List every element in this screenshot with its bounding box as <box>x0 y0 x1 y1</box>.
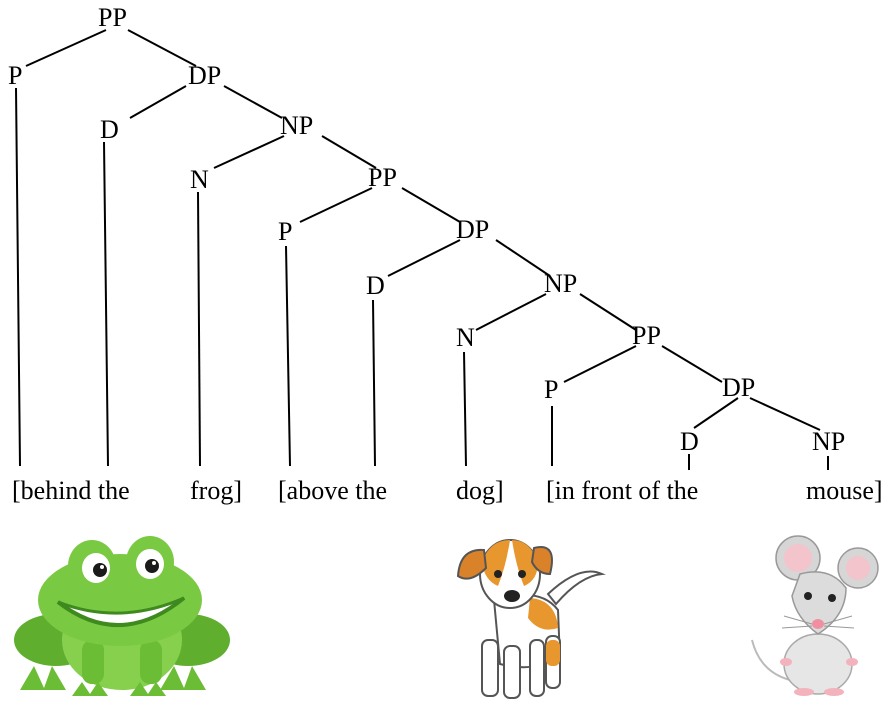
dog-illustration <box>456 539 606 699</box>
edge-np2-n2 <box>475 293 547 331</box>
edge-dp2-np2 <box>495 239 551 277</box>
node-np: NP <box>280 111 313 140</box>
node-d: D <box>366 271 385 300</box>
node-n: N <box>456 323 475 352</box>
node-pp-root: PP <box>98 3 127 32</box>
node-d: D <box>100 115 119 144</box>
node-np: NP <box>544 269 577 298</box>
node-dp: DP <box>188 61 221 90</box>
edge-dp2-d2 <box>387 239 461 277</box>
node-pp: PP <box>368 163 397 192</box>
edge-pp1-p1 <box>25 29 107 67</box>
node-d: D <box>680 427 699 456</box>
tree-edges <box>15 29 829 470</box>
edge-np2-pp3 <box>579 293 637 331</box>
edge-pp1-dp1 <box>127 29 197 67</box>
frog-illustration <box>14 536 230 696</box>
node-p: P <box>544 375 558 404</box>
edge-n1-word <box>197 191 201 467</box>
node-n: N <box>190 165 209 194</box>
node-p: P <box>8 61 22 90</box>
node-dp: DP <box>722 373 755 402</box>
edge-np1-pp2 <box>321 135 377 169</box>
word-frog: frog] <box>190 476 242 505</box>
word-mouse: mouse] <box>806 476 883 505</box>
node-np: NP <box>812 427 845 456</box>
edge-dp1-d1 <box>129 85 187 119</box>
node-pp: PP <box>632 321 661 350</box>
tree-words: [behind the frog] [above the dog] [in fr… <box>12 476 883 505</box>
edge-dp3-d3 <box>693 397 739 429</box>
word-above-the: [above the <box>278 476 387 505</box>
tree-nodes: PP P DP D NP N PP P DP D NP N PP P DP D … <box>8 3 845 456</box>
mouse-illustration <box>751 535 879 696</box>
word-dog: dog] <box>456 476 504 505</box>
edge-d1-word <box>103 141 109 467</box>
node-p: P <box>278 217 292 246</box>
edge-pp2-dp2 <box>401 187 461 223</box>
edge-dp3-np3 <box>749 397 821 431</box>
edge-pp3-p3 <box>563 345 637 383</box>
edge-d2-word <box>372 299 376 467</box>
edge-pp2-p2 <box>299 187 373 223</box>
edge-np1-n1 <box>213 135 285 169</box>
edge-p2-word <box>285 245 291 467</box>
edge-dp1-np1 <box>223 85 283 119</box>
edge-p1-word <box>15 87 21 467</box>
edge-pp3-dp3 <box>661 345 723 383</box>
word-behind-the: [behind the <box>12 476 130 505</box>
edge-n2-word <box>463 351 467 467</box>
node-dp: DP <box>456 215 489 244</box>
word-in-front-of-the: [in front of the <box>546 476 698 505</box>
